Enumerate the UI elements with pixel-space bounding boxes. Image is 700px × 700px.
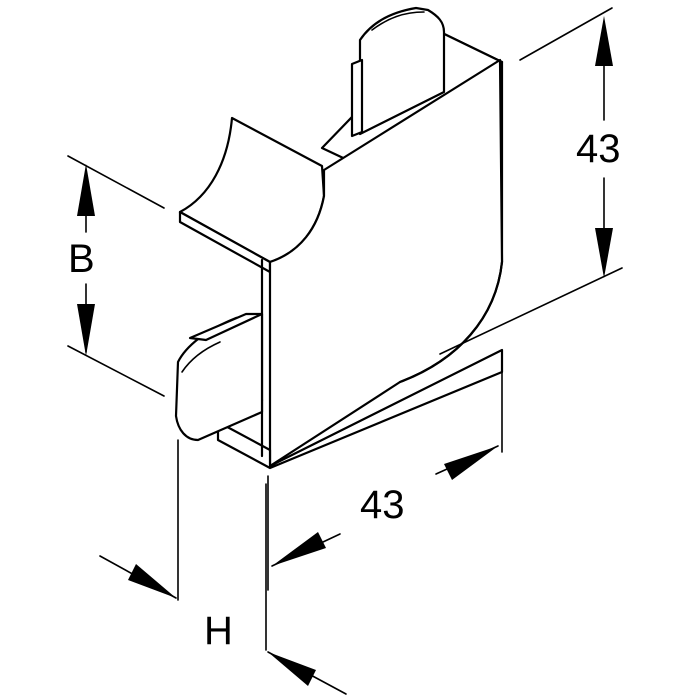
bottom-tab-edge (181, 341, 221, 373)
top-tab-body (358, 6, 446, 136)
height-dimension: 43 (439, 7, 623, 355)
height-ext-bottom (439, 267, 623, 355)
height-arrow-bottom (595, 228, 613, 278)
h-arrow-right (268, 652, 316, 686)
b-label: B (68, 237, 95, 281)
fitting-body (178, 28, 504, 470)
b-arrow-bottom (77, 304, 95, 356)
top-tab-clip (350, 58, 364, 138)
bottom-tab-body (174, 312, 264, 442)
height-arrow-top (595, 16, 613, 66)
width-dimension: 43 (267, 371, 503, 591)
bottom-connector-tab (174, 312, 264, 442)
bottom-tab-clip (188, 312, 264, 342)
width-arrow-right (444, 446, 498, 480)
height-ext-top (519, 7, 613, 61)
width-arrow-left (272, 532, 326, 566)
corner-curve-edge (398, 260, 504, 384)
bottom-channel (216, 348, 504, 470)
height-label: 43 (576, 127, 621, 171)
b-ext-top (67, 155, 165, 209)
b-arrow-top (77, 164, 95, 216)
b-dimension: B (67, 155, 165, 397)
h-dimension: H (99, 439, 347, 695)
top-connector-tab (350, 6, 446, 138)
width-label: 43 (360, 483, 405, 527)
b-ext-bottom (67, 345, 165, 397)
top-tab-edge (371, 11, 425, 31)
h-arrow-left (128, 564, 176, 598)
h-label: H (204, 609, 233, 653)
